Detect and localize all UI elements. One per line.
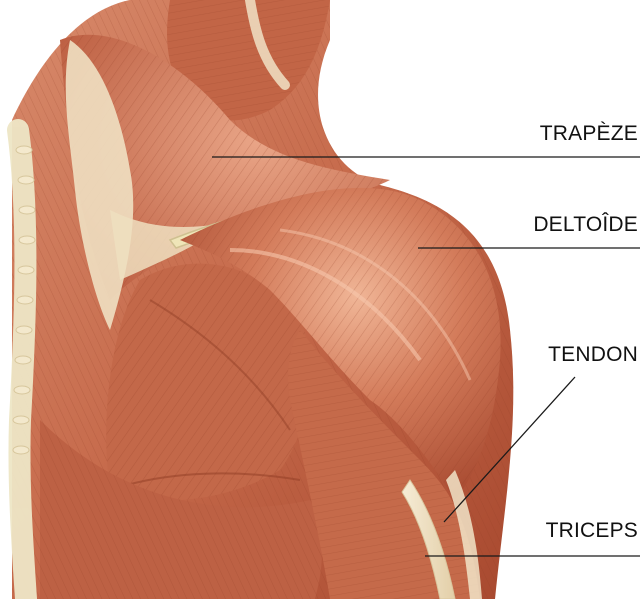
label-trapeze: TRAPÈZE bbox=[540, 122, 638, 146]
label-triceps: TRICEPS bbox=[546, 519, 638, 543]
spine bbox=[13, 130, 35, 599]
label-deltoide: DELTOÎDE bbox=[533, 213, 638, 237]
label-tendon: TENDON bbox=[548, 343, 638, 367]
